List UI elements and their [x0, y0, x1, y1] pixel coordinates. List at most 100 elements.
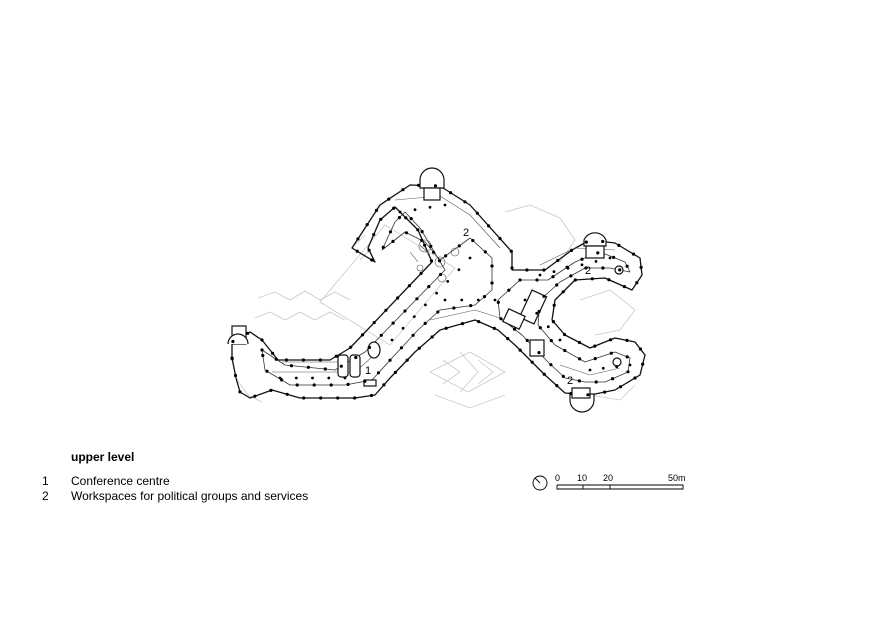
- column-dot: [498, 236, 502, 241]
- column-dot: [327, 376, 331, 380]
- column-dot: [390, 338, 394, 342]
- scale-tick-50m: 50m: [668, 473, 686, 483]
- column-dot: [379, 333, 383, 337]
- column-dot: [416, 228, 420, 232]
- column-dot: [469, 304, 473, 308]
- column-dot: [601, 239, 605, 244]
- column-dot: [530, 360, 534, 364]
- column-dot: [355, 249, 359, 253]
- legend-item: 2 Workspaces for political groups and se…: [42, 489, 308, 503]
- column-dot: [343, 376, 347, 380]
- column-dot: [542, 268, 546, 272]
- column-dot: [569, 248, 574, 252]
- column-dot: [492, 326, 496, 330]
- column-dot: [444, 326, 448, 330]
- column-dot: [319, 396, 323, 400]
- column-dot: [404, 231, 409, 235]
- column-dot: [612, 255, 616, 259]
- column-dot: [367, 248, 371, 252]
- legend-item-number: 2: [42, 489, 49, 503]
- column-dot: [449, 191, 453, 195]
- column-dot: [538, 273, 542, 277]
- column-dot: [353, 396, 357, 400]
- column-dot: [611, 377, 615, 381]
- column-dot: [477, 320, 481, 324]
- column-dot: [457, 244, 461, 248]
- column-dot: [633, 376, 637, 380]
- column-dot: [561, 374, 565, 378]
- column-dot: [261, 353, 265, 358]
- column-dot: [379, 217, 383, 221]
- column-dot: [594, 260, 598, 263]
- column-dot: [625, 338, 629, 342]
- column-dot: [404, 216, 408, 220]
- column-dot: [415, 297, 419, 301]
- column-dot: [460, 298, 464, 302]
- column-dot: [360, 333, 365, 337]
- column-dot: [566, 266, 570, 270]
- column-dot: [246, 331, 250, 335]
- column-dot: [446, 280, 450, 283]
- column-dot: [419, 271, 423, 275]
- column-dot: [608, 256, 612, 260]
- column-dot: [295, 383, 299, 387]
- column-dot: [509, 249, 513, 253]
- column-dot: [370, 258, 374, 262]
- column-dot: [537, 351, 541, 355]
- column-dot: [558, 338, 562, 342]
- column-dot: [510, 266, 514, 270]
- column-dot: [413, 208, 417, 212]
- column-dot: [507, 288, 511, 292]
- column-dot: [437, 259, 442, 263]
- column-dot: [260, 348, 264, 352]
- column-dot: [518, 348, 522, 352]
- column-dot: [617, 243, 621, 247]
- column-dot: [429, 259, 434, 263]
- column-dot: [452, 306, 456, 310]
- column-dot: [444, 254, 448, 258]
- column-dot: [393, 370, 397, 374]
- column-dot: [412, 315, 416, 318]
- label-2-west: 2: [463, 227, 469, 239]
- column-dot: [490, 281, 494, 285]
- column-dot: [523, 298, 527, 302]
- site-context-lines: [235, 204, 636, 409]
- column-dot: [306, 365, 310, 369]
- column-dot: [483, 250, 487, 254]
- column-dot: [535, 278, 539, 282]
- column-dot: [318, 358, 322, 362]
- column-dot: [525, 338, 529, 342]
- column-dot: [285, 392, 289, 396]
- column-dot: [538, 326, 542, 330]
- column-dot: [580, 257, 584, 261]
- column-dot: [416, 183, 421, 187]
- column-dot: [301, 358, 305, 362]
- column-dot: [460, 322, 465, 326]
- column-dot: [409, 217, 413, 221]
- column-dot: [518, 278, 522, 282]
- column-dot: [399, 346, 404, 350]
- column-dot: [423, 321, 427, 325]
- column-dot: [601, 366, 605, 370]
- column-dot: [569, 274, 573, 278]
- column-dot: [294, 376, 298, 380]
- column-dot: [401, 188, 405, 192]
- column-dot: [555, 283, 559, 287]
- building-outline: [231, 184, 646, 399]
- column-dot: [476, 298, 480, 302]
- column-dot: [552, 303, 556, 307]
- column-dot: [388, 230, 393, 234]
- column-dot: [551, 320, 556, 324]
- column-dot: [231, 339, 235, 344]
- column-dot: [618, 385, 623, 389]
- column-dot: [417, 346, 421, 350]
- column-dot: [584, 240, 588, 244]
- column-dot: [269, 388, 273, 392]
- column-dot: [506, 337, 510, 341]
- column-dot: [436, 310, 440, 314]
- column-dot: [423, 243, 427, 247]
- column-dot: [563, 348, 567, 353]
- column-dot: [387, 197, 391, 201]
- column-dot: [439, 272, 443, 277]
